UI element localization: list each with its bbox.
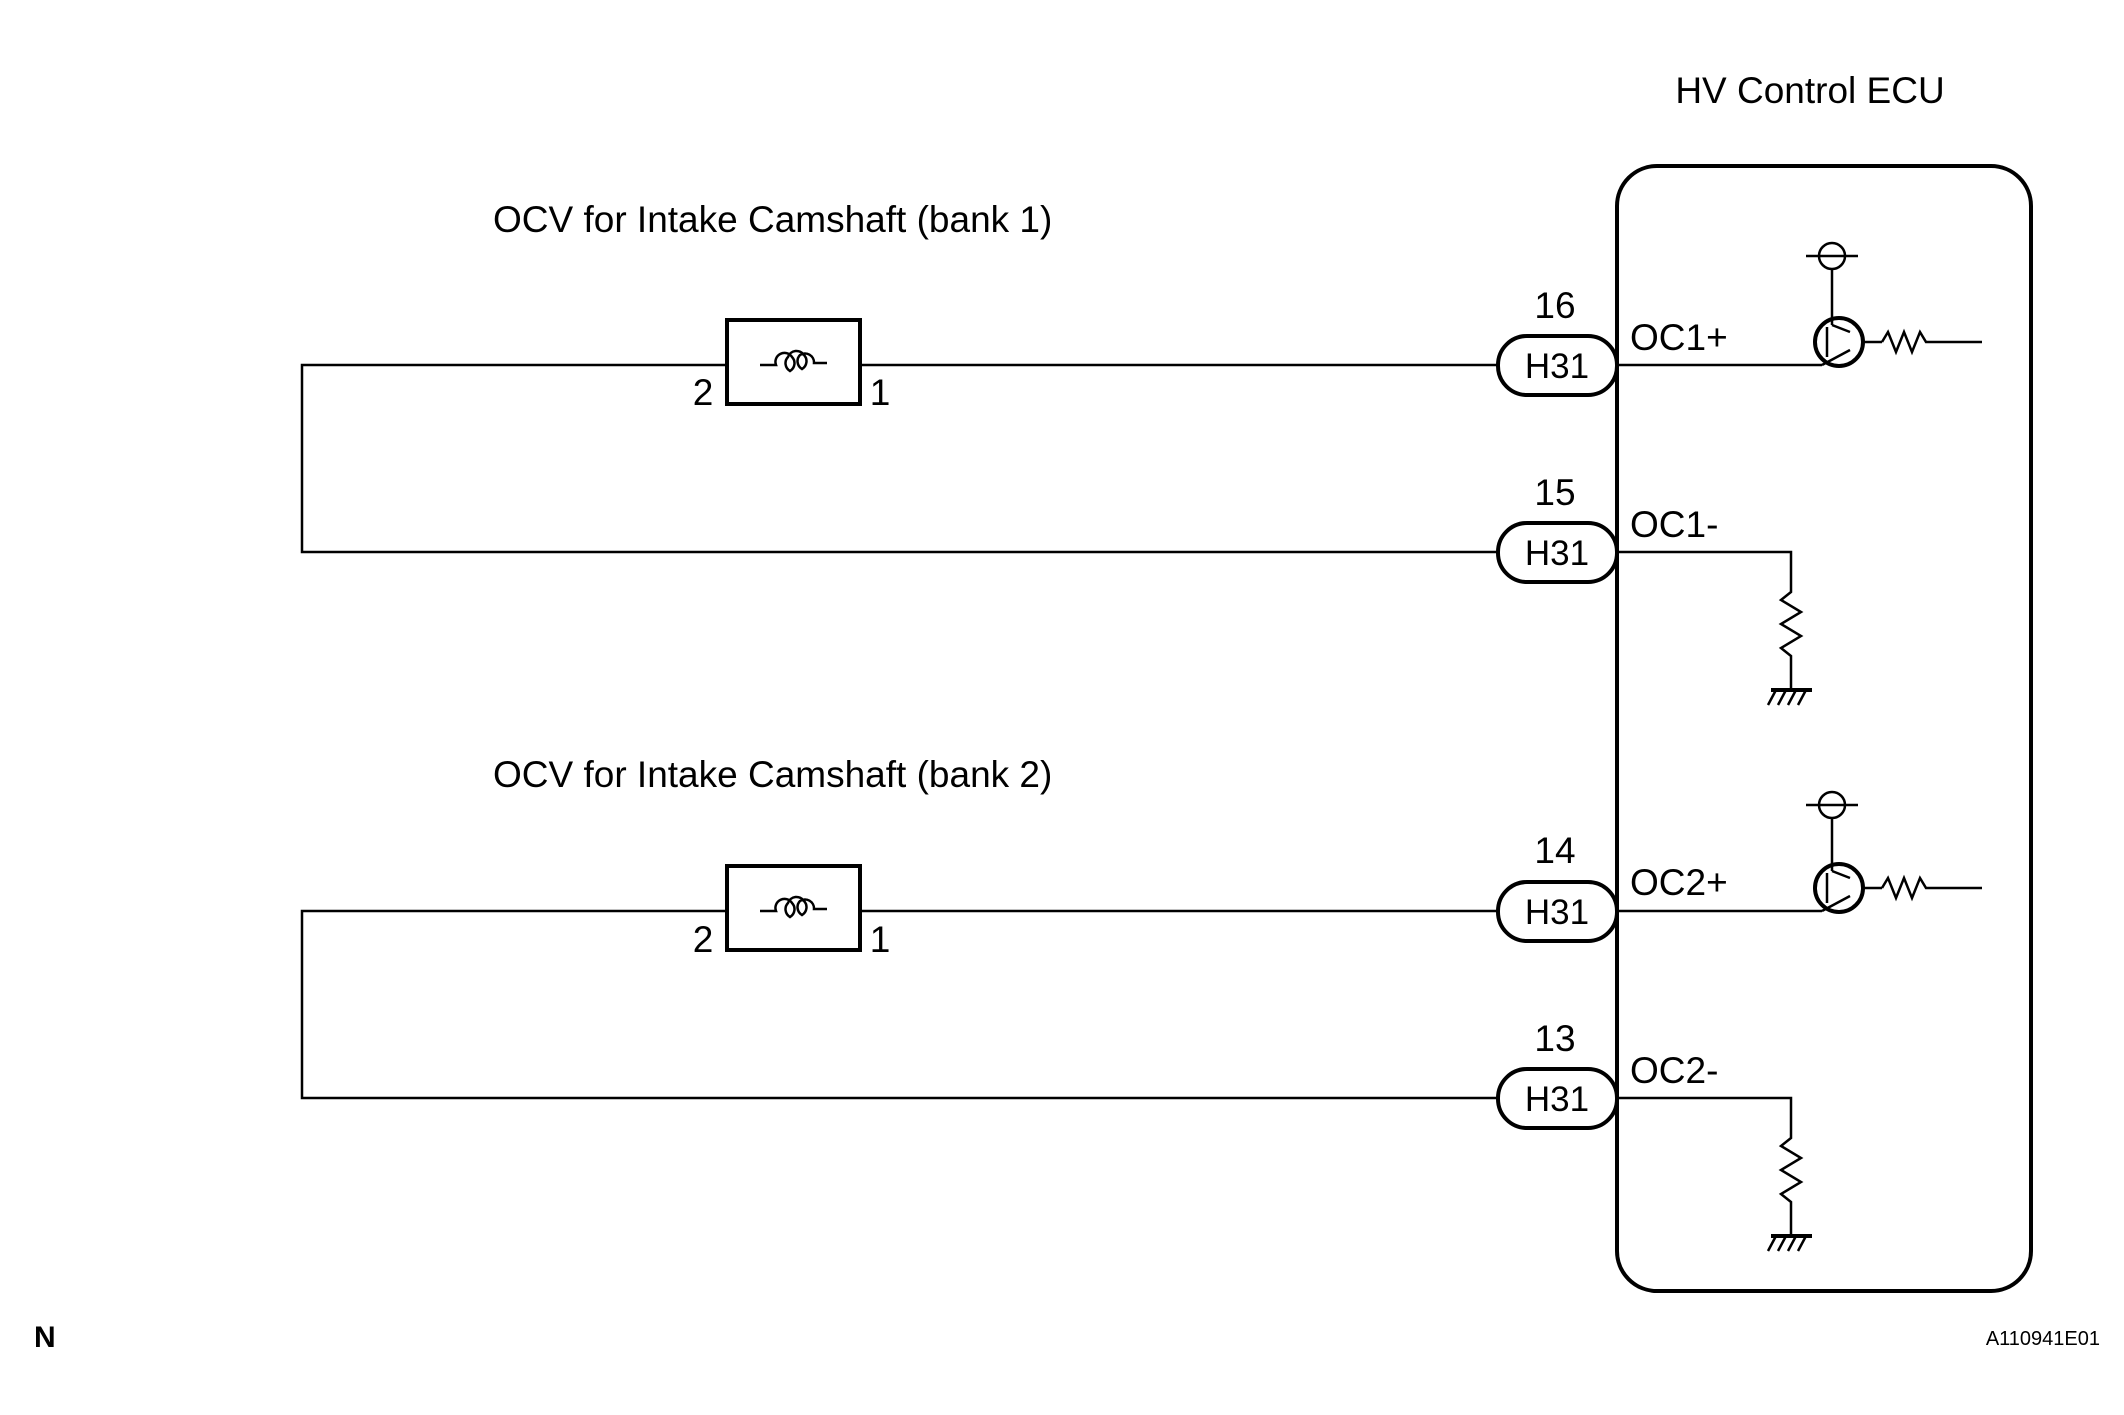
coil-icon bbox=[760, 895, 827, 919]
minus-connector-label: H31 bbox=[1525, 534, 1589, 573]
ground-icon bbox=[1766, 1234, 1812, 1252]
coil-icon bbox=[760, 349, 827, 373]
valve-circuit-bank-1: OCV for Intake Camshaft (bank 1) 2 1 16 … bbox=[300, 199, 1982, 706]
hv-control-ecu: HV Control ECU bbox=[1615, 70, 2033, 1293]
solenoid-valve bbox=[725, 864, 862, 952]
ground-icon bbox=[1766, 688, 1812, 706]
wire-loop bbox=[300, 909, 1498, 1100]
minus-pin-number: 13 bbox=[1534, 1018, 1575, 1059]
corner-letter: N bbox=[34, 1321, 56, 1354]
plus-pin-number: 16 bbox=[1534, 285, 1575, 326]
valve-pin-right: 1 bbox=[870, 372, 891, 413]
wire-loop bbox=[300, 363, 1498, 554]
figure-code: A110941E01 bbox=[1986, 1328, 2100, 1350]
driver-transistor-icon bbox=[1617, 790, 1982, 914]
solenoid-valve bbox=[725, 318, 862, 406]
plus-pin-number: 14 bbox=[1534, 830, 1575, 871]
valve-title: OCV for Intake Camshaft (bank 1) bbox=[493, 199, 1052, 240]
minus-signal-label: OC1- bbox=[1630, 504, 1718, 545]
minus-signal-label: OC2- bbox=[1630, 1050, 1718, 1091]
valve-title: OCV for Intake Camshaft (bank 2) bbox=[493, 754, 1052, 795]
plus-signal-label: OC1+ bbox=[1630, 317, 1728, 358]
valve-body bbox=[725, 318, 862, 406]
valve-pin-right: 1 bbox=[870, 919, 891, 960]
minus-connector-label: H31 bbox=[1525, 1080, 1589, 1119]
plus-signal-label: OC2+ bbox=[1630, 862, 1728, 903]
driver-transistor-icon bbox=[1617, 241, 1982, 368]
pulldown-resistor-icon bbox=[1617, 1096, 1804, 1236]
valve-body bbox=[725, 864, 862, 952]
ecu-title: HV Control ECU bbox=[1675, 70, 1944, 111]
valve-pin-left: 2 bbox=[693, 372, 714, 413]
minus-pin-number: 15 bbox=[1534, 472, 1575, 513]
valve-circuit-bank-2: OCV for Intake Camshaft (bank 2) 2 1 14 … bbox=[300, 754, 1982, 1252]
plus-connector-label: H31 bbox=[1525, 893, 1589, 932]
ecu-outline bbox=[1615, 164, 2033, 1293]
valve-pin-left: 2 bbox=[693, 919, 714, 960]
pulldown-resistor-icon bbox=[1617, 550, 1804, 690]
plus-connector-label: H31 bbox=[1525, 347, 1589, 386]
